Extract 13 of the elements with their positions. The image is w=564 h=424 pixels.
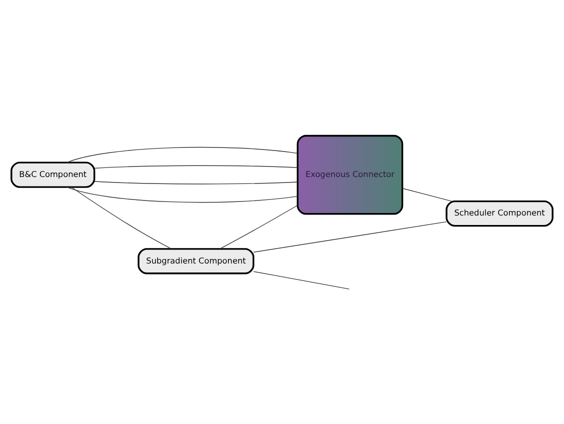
connector — [94, 180, 298, 184]
connector — [66, 146, 298, 162]
connector — [66, 186, 298, 202]
connector — [402, 188, 452, 202]
connector — [253, 270, 350, 289]
node-box: B&C Component — [10, 161, 96, 188]
connector — [220, 204, 298, 249]
connector — [71, 186, 172, 249]
node-box: Exogenous Connector — [296, 134, 404, 214]
node-box: Subgradient Component — [138, 248, 254, 274]
connector — [253, 221, 447, 252]
node-box: Scheduler Component — [446, 200, 554, 226]
connector — [94, 164, 298, 168]
